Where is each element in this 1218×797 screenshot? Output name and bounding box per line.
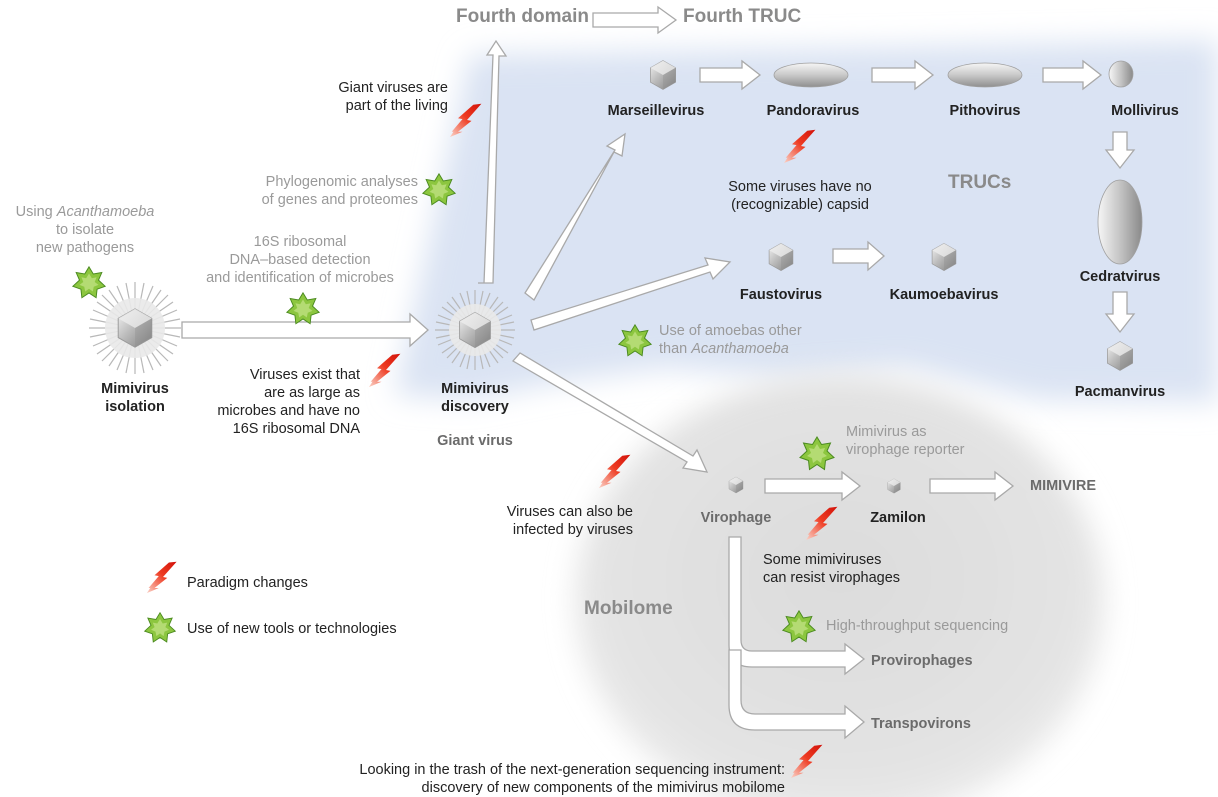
annotation-phylogenomic: Phylogenomic analyses of genes and prote… — [261, 174, 418, 208]
node-marseillevirus: Marseillevirus — [607, 103, 705, 119]
legend-bolt-icon — [146, 561, 177, 594]
annotation-ribosomal: 16S ribosomal DNA–based detection and id… — [206, 234, 394, 286]
arrows — [181, 5, 1136, 740]
node-provirophages: Provirophages — [871, 653, 973, 669]
title-fourth-domain: Fourth domain — [456, 6, 589, 27]
annotation-viruses-large: Viruses exist that are as large as micro… — [217, 367, 360, 437]
legend-star-icon — [144, 612, 176, 643]
trucs-region — [395, 40, 1218, 402]
annotation-reporter: Mimivirus as virophage reporter — [846, 424, 965, 458]
legend-tools: Use of new tools or technologies — [187, 621, 397, 637]
annotation-trash: Looking in the trash of the next-generat… — [359, 762, 785, 796]
mimivirus-isolation-icon — [89, 282, 181, 374]
bolt-icon — [368, 353, 401, 388]
node-mimivire: MIMIVIRE — [1030, 478, 1097, 494]
annotation-acanthamoeba: Using Acanthamoeba to isolate new pathog… — [15, 204, 155, 256]
arrow-fourth-domain — [592, 5, 678, 35]
arrow-isolation-to-discovery — [181, 312, 429, 348]
title-fourth-truc: Fourth TRUC — [683, 6, 802, 27]
annotation-hts: High-throughput sequencing — [826, 618, 1009, 634]
cedratvirus-icon — [1097, 179, 1143, 265]
arrow-up-to-title — [478, 39, 508, 284]
node-cedratvirus: Cedratvirus — [1079, 269, 1161, 285]
node-pandoravirus: Pandoravirus — [766, 103, 860, 119]
annotation-other-amoebas: Use of amoebas other than Acanthamoeba — [659, 323, 802, 357]
star-icon — [286, 292, 320, 325]
annotation-no-capsid: Some viruses have no (recognizable) caps… — [728, 179, 872, 213]
node-zamilon: Zamilon — [870, 510, 926, 526]
mimivirus-discovery-icon — [435, 290, 515, 370]
legend-paradigm: Paradigm changes — [187, 575, 308, 591]
pithovirus-icon — [947, 62, 1023, 88]
node-kaumoebavirus: Kaumoebavirus — [889, 287, 999, 303]
trucs-label: TRUCs — [948, 172, 1012, 193]
node-giant-virus: Giant virus — [437, 433, 513, 449]
annotation-giant-living: Giant viruses are part of the living — [338, 80, 448, 114]
node-virophage: Virophage — [700, 510, 772, 526]
node-mollivirus: Mollivirus — [1111, 103, 1179, 119]
node-transpovirons: Transpovirons — [871, 716, 971, 732]
node-faustovirus: Faustovirus — [739, 287, 823, 303]
annotation-infected: Viruses can also be infected by viruses — [506, 504, 633, 538]
mollivirus-icon — [1108, 60, 1134, 88]
pandoravirus-icon — [773, 62, 849, 88]
node-pithovirus: Pithovirus — [949, 103, 1021, 119]
annotation-resist: Some mimiviruses can resist virophages — [763, 552, 901, 586]
node-pacmanvirus: Pacmanvirus — [1074, 384, 1166, 400]
star-icon — [72, 266, 106, 299]
mobilome-label: Mobilome — [584, 598, 673, 619]
